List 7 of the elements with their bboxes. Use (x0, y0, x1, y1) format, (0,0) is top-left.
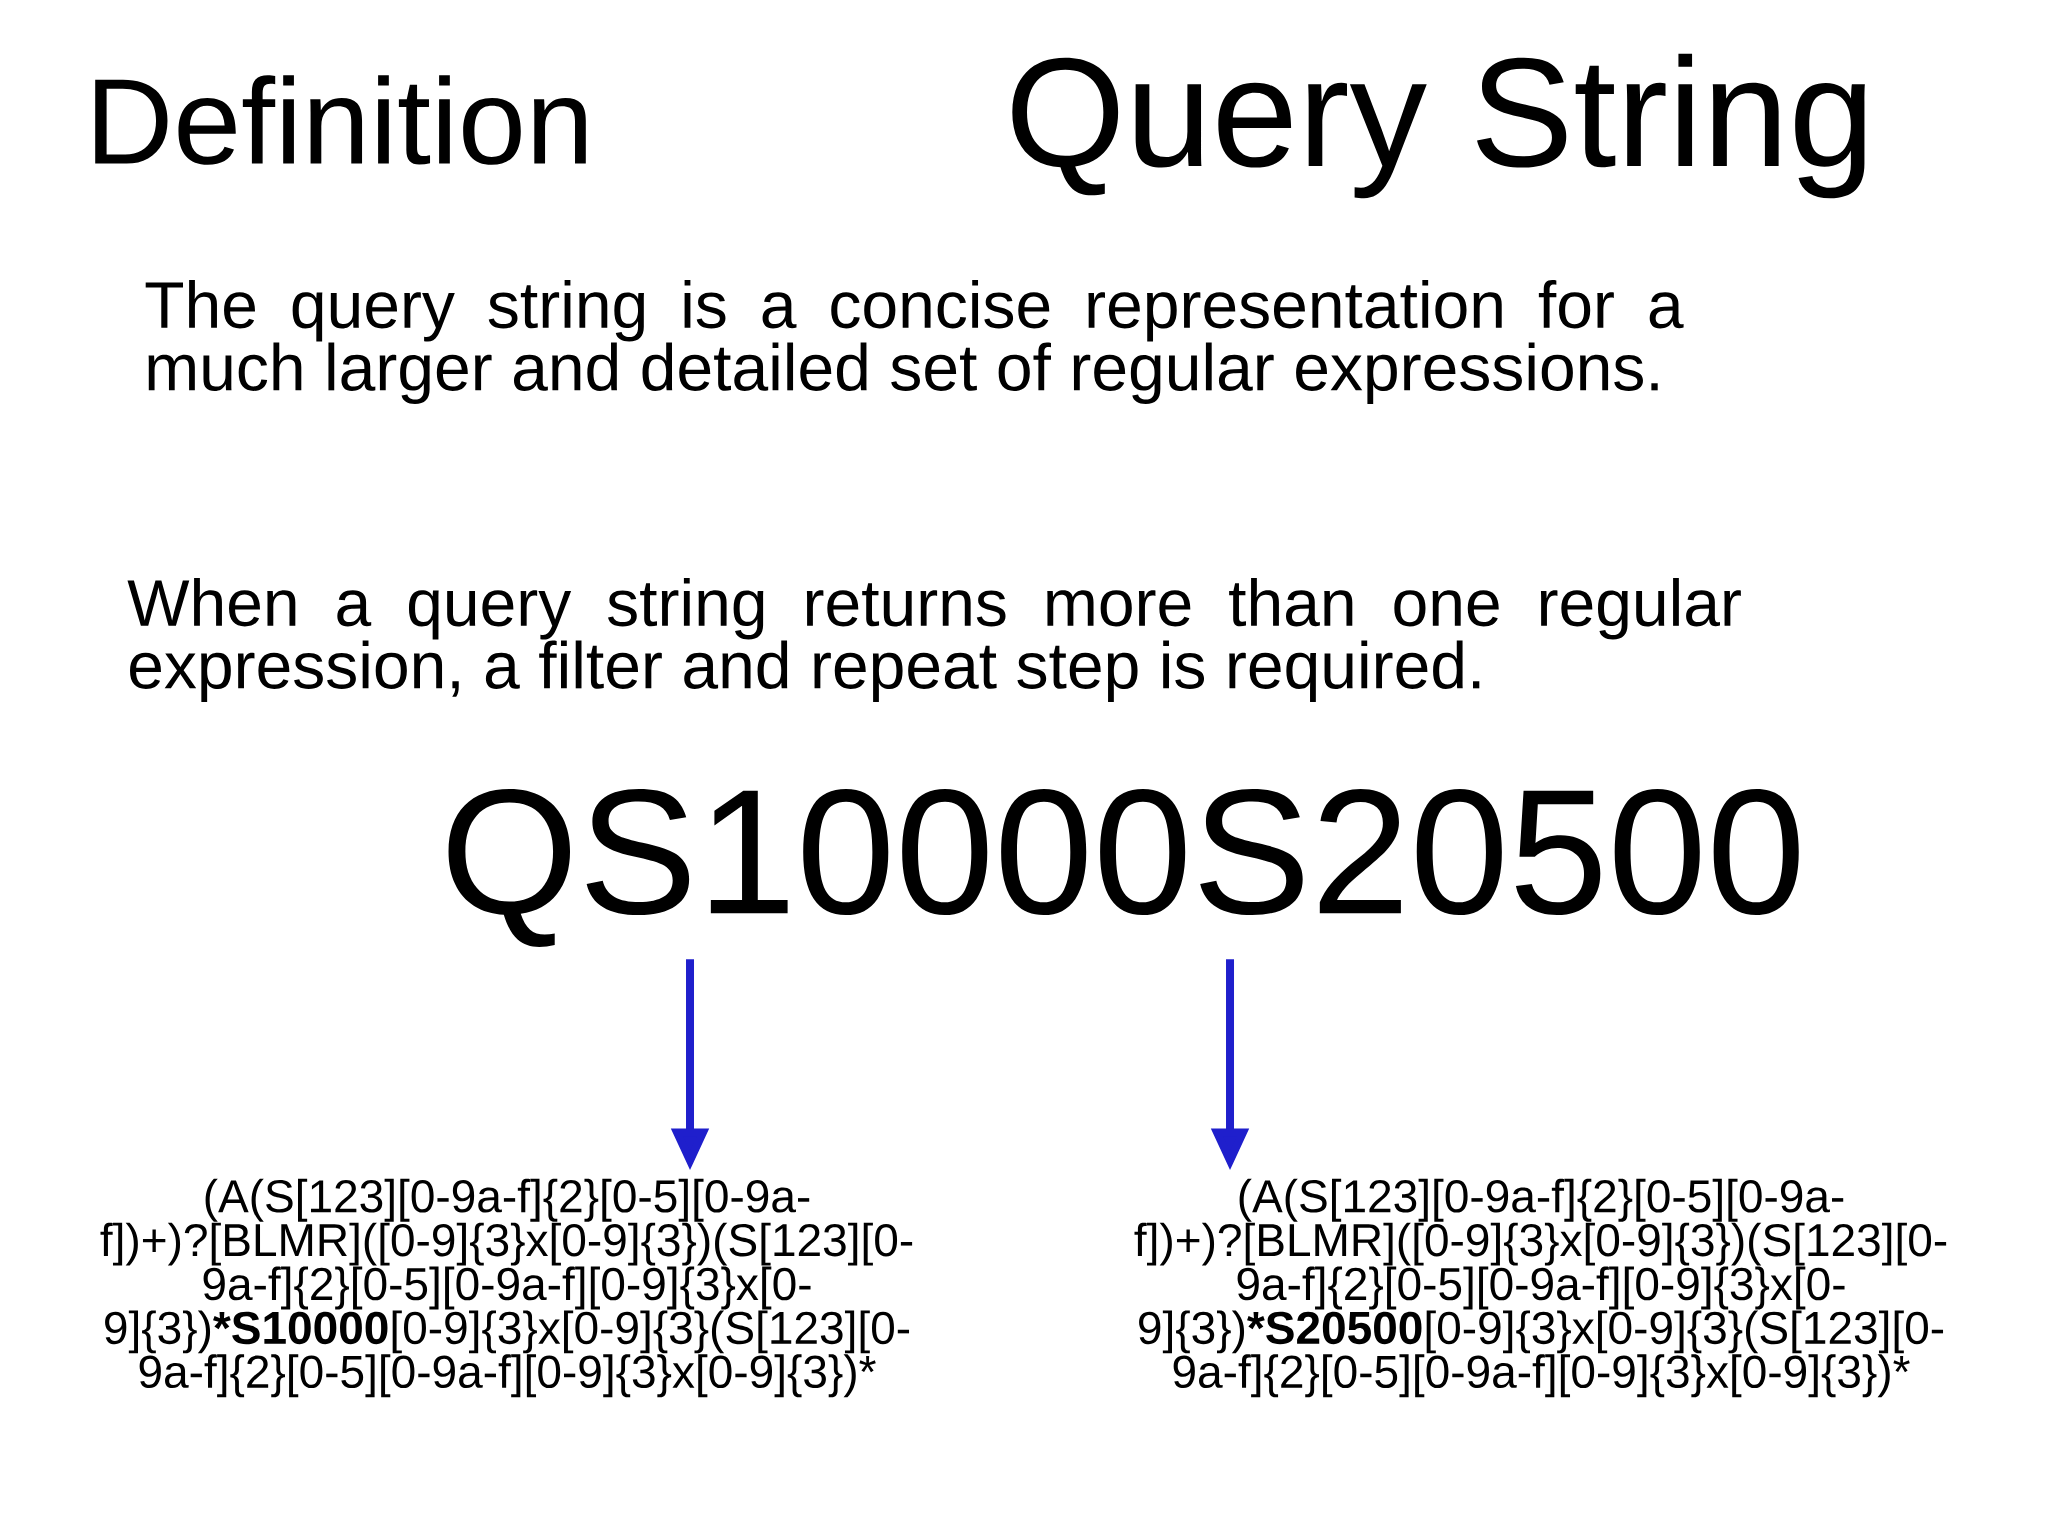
paragraph: When a query string returns more than one regular expression, a filter and repeat step is required. (127, 578, 1741, 702)
paragraph: The query string is a concise representation for a much larger and detailed set of regular expressions. (145, 280, 1684, 404)
title: Query String (1012, 53, 1865, 199)
regular-expression: (A(S[123][0-9a-f]{2}[0-5][0-9a-f])+)?[BLMR]([0-9]{3}x[0-9]{3})(S[123][0-9a-f]{2}[0-5][0-9a-f][0-9]{3}x[0-9]{3})*S20500[0-9]{3}x[0-9]{3}(S[123][0-9a-f]{2}[0-5][0-9a-f][0-9]{3}x[0-9]{3})* (1134, 1178, 1947, 1398)
regular-expression: (A(S[123][0-9a-f]{2}[0-5][0-9a-f])+)?[BLMR]([0-9]{3}x[0-9]{3})(S[123][0-9a-f]{2}[0-5][0-9a-f][0-9]{3}x[0-9]{3})*S10000[0-9]{3}x[0-9]{3}(S[123][0-9a-f]{2}[0-5][0-9a-f][0-9]{3}x[0-9]{3})* (100, 1178, 913, 1398)
query-string: QS10000S20500 (448, 789, 1799, 947)
heading: Definition (95, 75, 586, 165)
